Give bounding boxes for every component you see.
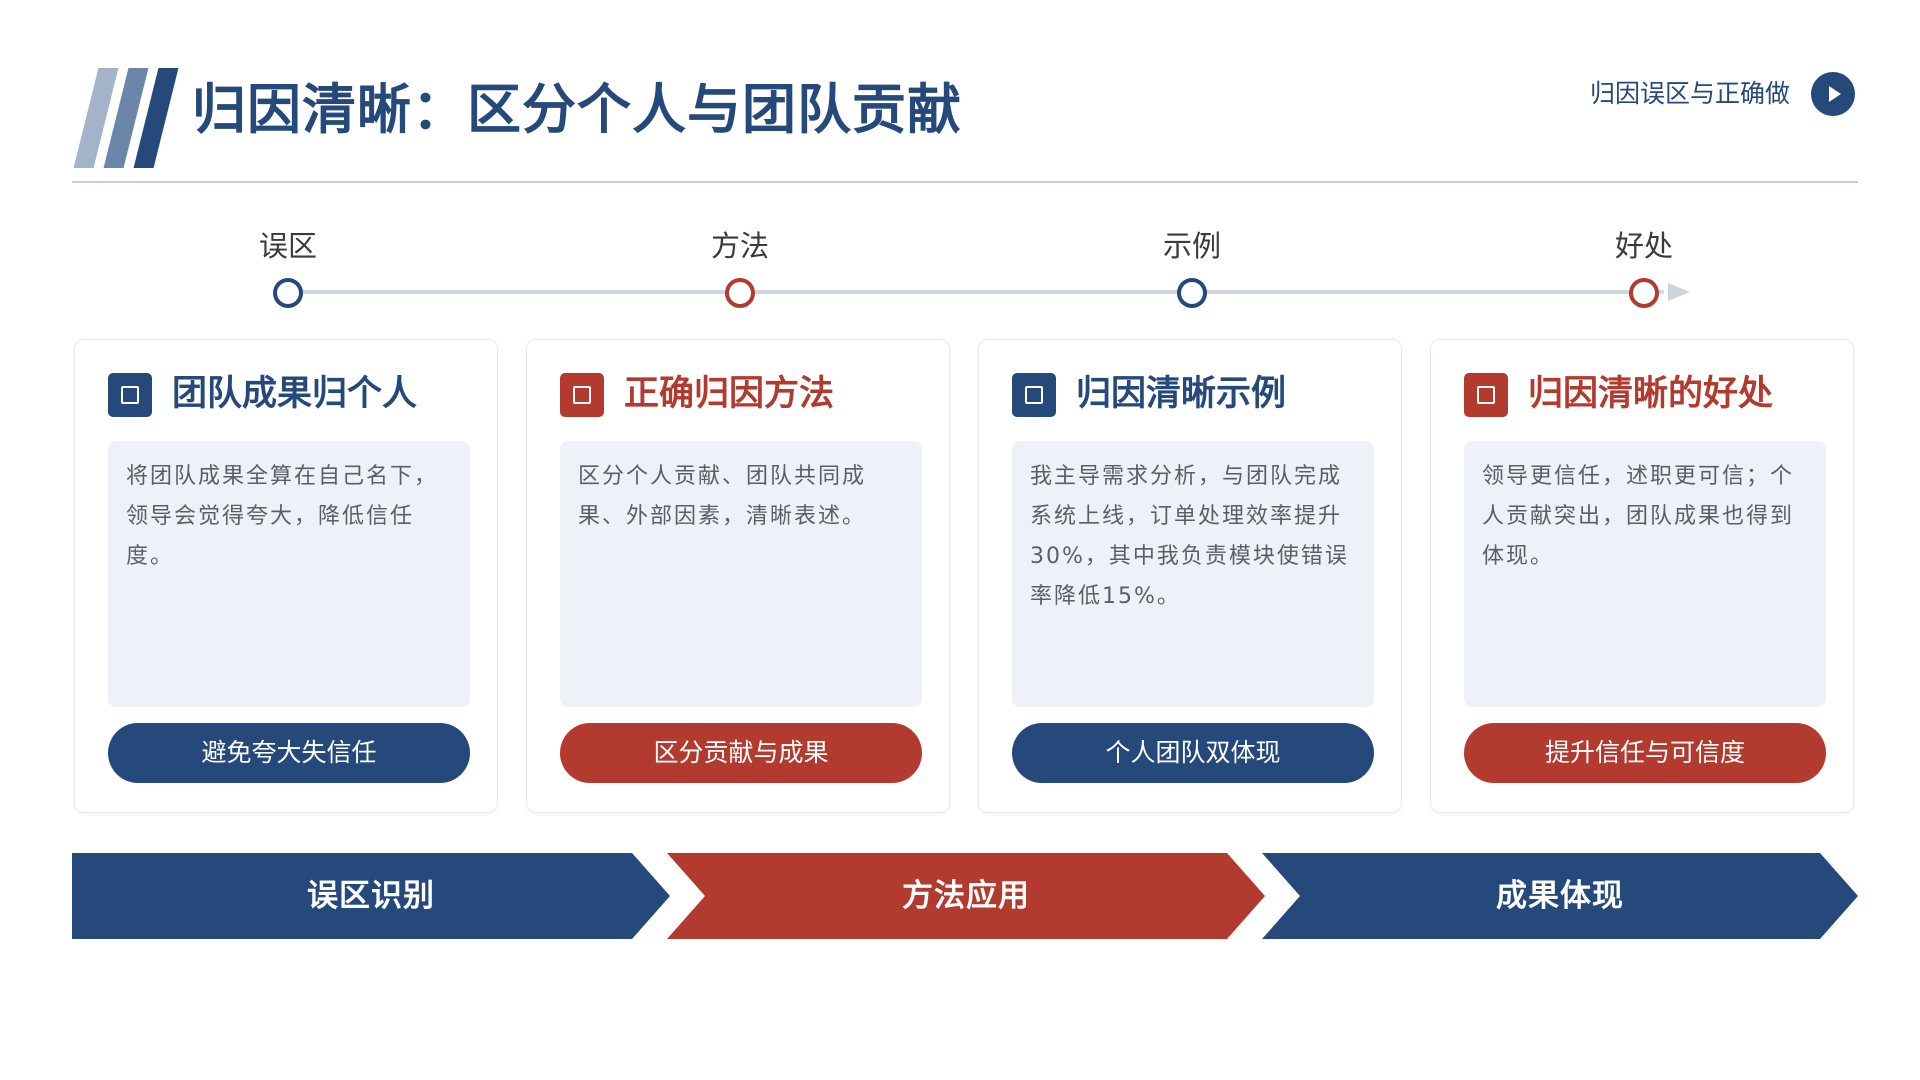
card-button-avoid-exaggeration[interactable]: 避免夸大失信任 (108, 723, 470, 783)
card-button-improve-trust[interactable]: 提升信任与可信度 (1464, 723, 1826, 783)
timeline-dot-example (1177, 278, 1207, 308)
process-step-identify: 误区识别 (72, 853, 670, 939)
next-button[interactable] (1811, 72, 1855, 116)
timeline-dot-method (725, 278, 755, 308)
timeline-label-mistake: 误区 (258, 229, 317, 263)
timeline-label-method: 方法 (710, 229, 769, 263)
process-step-label: 成果体现 (1496, 878, 1624, 914)
process-step-label: 误区识别 (307, 878, 435, 914)
timeline-label-benefit: 好处 (1614, 229, 1673, 263)
next-section-label[interactable]: 归因误区与正确做 (1589, 79, 1790, 108)
square-icon (1464, 373, 1508, 417)
timeline-line (288, 290, 1664, 294)
timeline-dot-benefit (1629, 278, 1659, 308)
header-divider (72, 181, 1858, 183)
card-button-individual-team[interactable]: 个人团队双体现 (1012, 723, 1374, 783)
card-example: 归因清晰示例 我主导需求分析，与团队完成系统上线，订单处理效率提升30%，其中我… (978, 339, 1402, 813)
chevron-shape (667, 853, 1265, 939)
card-body: 领导更信任，述职更可信；个人贡献突出，团队成果也得到体现。 (1464, 441, 1826, 707)
card-benefit: 归因清晰的好处 领导更信任，述职更可信；个人贡献突出，团队成果也得到体现。 提升… (1430, 339, 1854, 813)
card-title: 正确归因方法 (624, 374, 835, 414)
timeline-arrow-icon (1668, 283, 1690, 301)
chevron-shape (1262, 853, 1858, 939)
card-title: 归因清晰示例 (1076, 374, 1287, 414)
page-title: 归因清晰：区分个人与团队贡献 (192, 78, 962, 141)
card-title: 归因清晰的好处 (1528, 374, 1774, 414)
square-icon (1012, 373, 1056, 417)
process-step-result: 成果体现 (1262, 853, 1858, 939)
process-step-label: 方法应用 (902, 878, 1030, 914)
card-body: 将团队成果全算在自己名下，领导会觉得夸大，降低信任度。 (108, 441, 470, 707)
card-button-distinguish-contribution[interactable]: 区分贡献与成果 (560, 723, 922, 783)
timeline-dot-mistake (273, 278, 303, 308)
card-method: 正确归因方法 区分个人贡献、团队共同成果、外部因素，清晰表述。 区分贡献与成果 (526, 339, 950, 813)
timeline-label-example: 示例 (1162, 229, 1221, 263)
square-icon (560, 373, 604, 417)
card-body: 我主导需求分析，与团队完成系统上线，订单处理效率提升30%，其中我负责模块使错误… (1012, 441, 1374, 707)
card-body: 区分个人贡献、团队共同成果、外部因素，清晰表述。 (560, 441, 922, 707)
chevron-shape (72, 853, 670, 939)
square-icon (108, 373, 152, 417)
play-icon (1829, 86, 1841, 102)
card-mistake: 团队成果归个人 将团队成果全算在自己名下，领导会觉得夸大，降低信任度。 避免夸大… (74, 339, 498, 813)
process-step-apply: 方法应用 (667, 853, 1265, 939)
card-title: 团队成果归个人 (172, 374, 418, 414)
